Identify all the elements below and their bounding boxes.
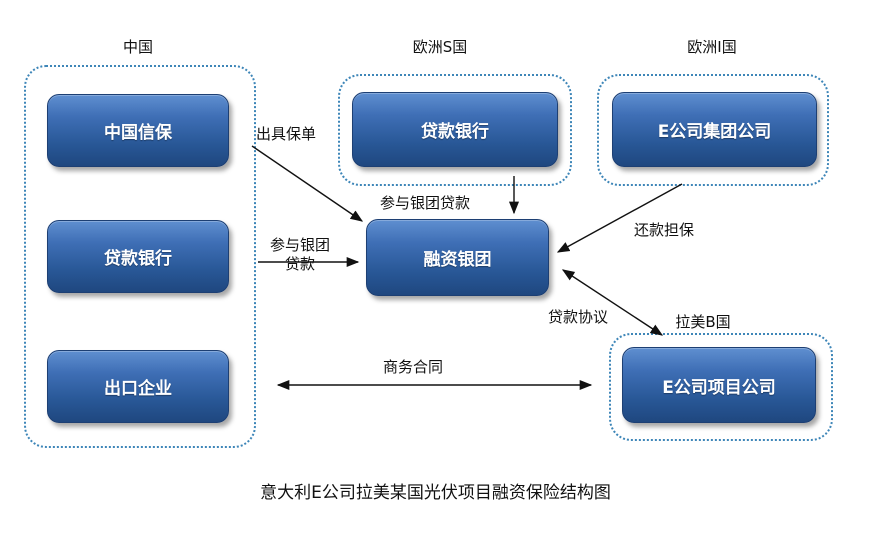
edge-label-join-syndicate-cn: 参与银团 贷款	[260, 236, 340, 274]
node-sinosure: 中国信保	[47, 94, 229, 167]
node-syndicate: 融资银团	[366, 219, 549, 296]
group-china	[24, 65, 256, 448]
group-europe-i	[597, 74, 829, 186]
region-label-china: 中国	[122, 38, 154, 56]
region-label-europe-i: 欧洲I国	[687, 38, 737, 56]
arrow-loan-agreement	[561, 269, 664, 336]
node-e-group: E公司集团公司	[612, 92, 817, 167]
edge-label-guarantee: 出具保单	[256, 125, 317, 143]
diagram-caption: 意大利E公司拉美某国光伏项目融资保险结构图	[260, 483, 611, 503]
arrow-guarantee	[251, 145, 364, 222]
edge-label-join-syndicate-s: 参与银团贷款	[380, 194, 471, 212]
edge-label-repay-guarantee: 还款担保	[634, 221, 695, 239]
edge-label-join-syndicate-cn-line2: 贷款	[284, 255, 315, 273]
node-s-loan-bank: 贷款银行	[352, 92, 558, 167]
group-latam-b	[609, 333, 833, 441]
node-china-loan-bank: 贷款银行	[47, 220, 229, 293]
region-label-latam-b: 拉美B国	[675, 313, 731, 331]
edge-label-loan-agreement: 贷款协议	[548, 308, 609, 326]
node-exporter: 出口企业	[47, 350, 229, 423]
region-label-europe-s: 欧洲S国	[412, 38, 468, 56]
edge-label-join-syndicate-cn-line1: 参与银团	[269, 236, 330, 254]
arrow-group-to-syndicate	[556, 183, 683, 253]
node-e-project: E公司项目公司	[622, 347, 816, 423]
edge-label-commercial-contract: 商务合同	[383, 358, 444, 376]
group-europe-s	[338, 74, 572, 186]
